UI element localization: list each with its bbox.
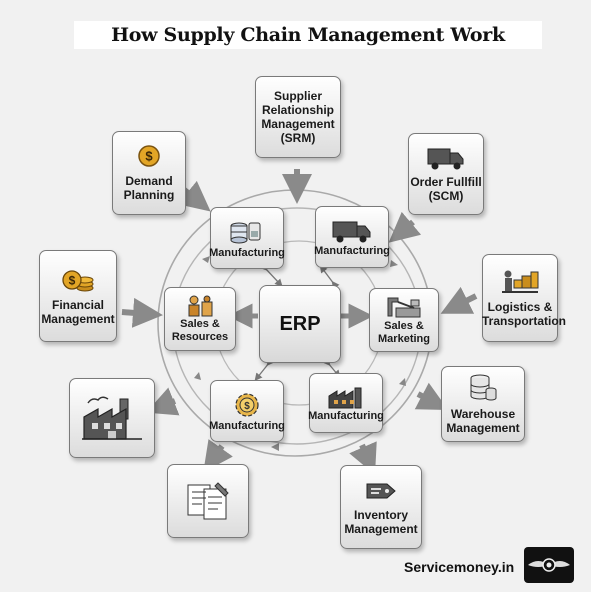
inner-label: Sales & Resources (171, 318, 229, 343)
financial-label: Financial Management (41, 298, 115, 326)
inner-label: Manufacturing (209, 246, 285, 259)
coin-stack-icon: $ (62, 270, 94, 292)
demand-planning-box[interactable]: $ Demand Planning (112, 131, 186, 215)
page-title: How Supply Chain Management Work (111, 24, 505, 46)
delivery-truck-icon (427, 148, 464, 170)
demand-label: Demand Planning (123, 174, 175, 202)
srm-box[interactable]: Supplier Relationship Management (SRM) (255, 76, 341, 158)
gear-dollar-icon: $ (235, 392, 259, 417)
financial-management-box[interactable]: $ Financial Management (39, 250, 117, 342)
factory-icon (328, 387, 362, 408)
inner-label: Manufacturing (209, 419, 285, 432)
erp-label: ERP (279, 312, 321, 335)
svg-text:$: $ (244, 401, 250, 412)
inner-manufacturing-top-right[interactable]: Manufacturing (314, 206, 390, 268)
factory-box[interactable] (69, 378, 155, 458)
erp-center-box[interactable]: ERP (259, 285, 341, 363)
inner-sales-marketing[interactable]: Sales & Marketing (369, 288, 439, 352)
worker-boxes-icon (502, 270, 539, 293)
brand-logo[interactable] (524, 547, 574, 583)
storage-tanks-icon (230, 222, 261, 243)
database-stack-icon (470, 374, 497, 401)
inner-manufacturing-bottom-left[interactable]: $ Manufacturing (209, 380, 285, 442)
srm-label: Supplier Relationship Management (SRM) (261, 89, 335, 145)
inner-manufacturing-bottom-right[interactable]: Manufacturing (308, 373, 384, 433)
logistics-label: Logistics & Transportation (482, 300, 567, 328)
inventory-management-box[interactable]: Inventory Management (340, 465, 422, 549)
inventory-tag-icon (366, 483, 396, 499)
inner-label: Sales & Marketing (378, 320, 430, 345)
factory-machine-icon (387, 297, 421, 318)
svg-text:$: $ (69, 274, 76, 288)
inner-sales-resources[interactable]: Sales & Resources (164, 287, 236, 351)
inner-manufacturing-top-left[interactable]: Manufacturing (209, 207, 285, 269)
warehouse-label: Warehouse Management (446, 407, 520, 435)
svg-text:$: $ (145, 149, 153, 164)
documents-box[interactable] (167, 464, 249, 538)
order-fulfill-box[interactable]: Order Fullfill (SCM) (408, 133, 484, 215)
inner-label: Manufacturing (308, 409, 384, 422)
title-bar: How Supply Chain Management Work (74, 21, 542, 49)
delivery-truck-icon (332, 221, 371, 242)
logistics-box[interactable]: Logistics & Transportation (482, 254, 567, 342)
factory-icon (82, 396, 142, 440)
order-label: Order Fullfill (SCM) (410, 175, 482, 203)
warehouse-management-box[interactable]: Warehouse Management (441, 366, 525, 442)
documents-icon (187, 482, 229, 520)
brand-text[interactable]: Servicemoney.in (404, 559, 515, 575)
inner-label: Manufacturing (314, 244, 390, 257)
wing-emblem-icon (528, 558, 570, 572)
dollar-coin-icon: $ (138, 145, 160, 167)
ring-arrowheads (194, 256, 406, 451)
worker-icon (188, 295, 213, 317)
inventory-label: Inventory Management (344, 508, 418, 536)
